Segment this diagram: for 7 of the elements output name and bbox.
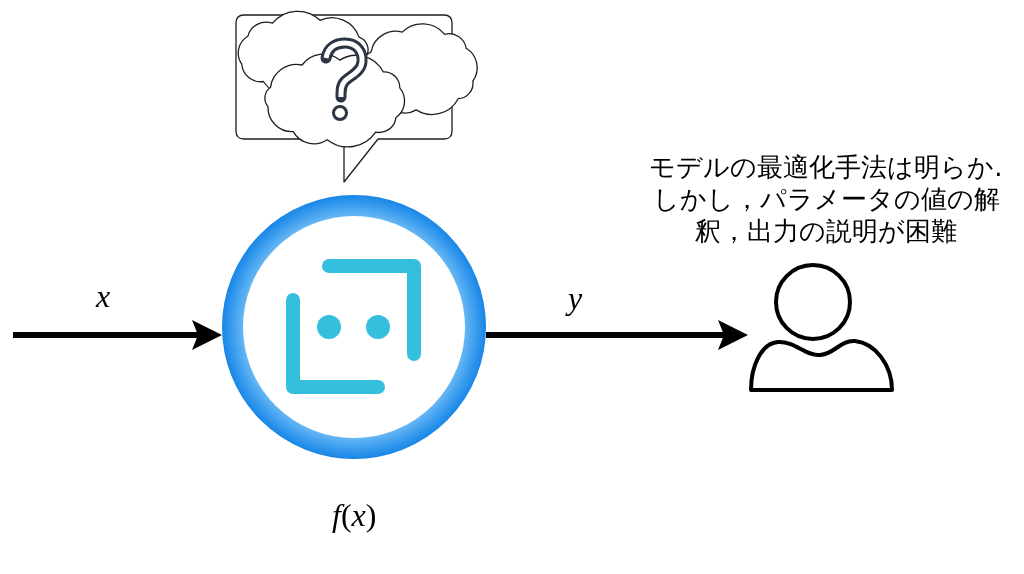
person-icon [748,261,895,393]
edge-label: x [96,280,111,312]
arrow [13,320,222,350]
node-label: モデルの最適化手法は明らか. しかし，パラメータの値の解釈，出力の説明が困難 [648,151,1004,247]
arrow [486,320,748,350]
bot-icon [222,195,486,459]
node-label: f(x) [332,499,377,531]
